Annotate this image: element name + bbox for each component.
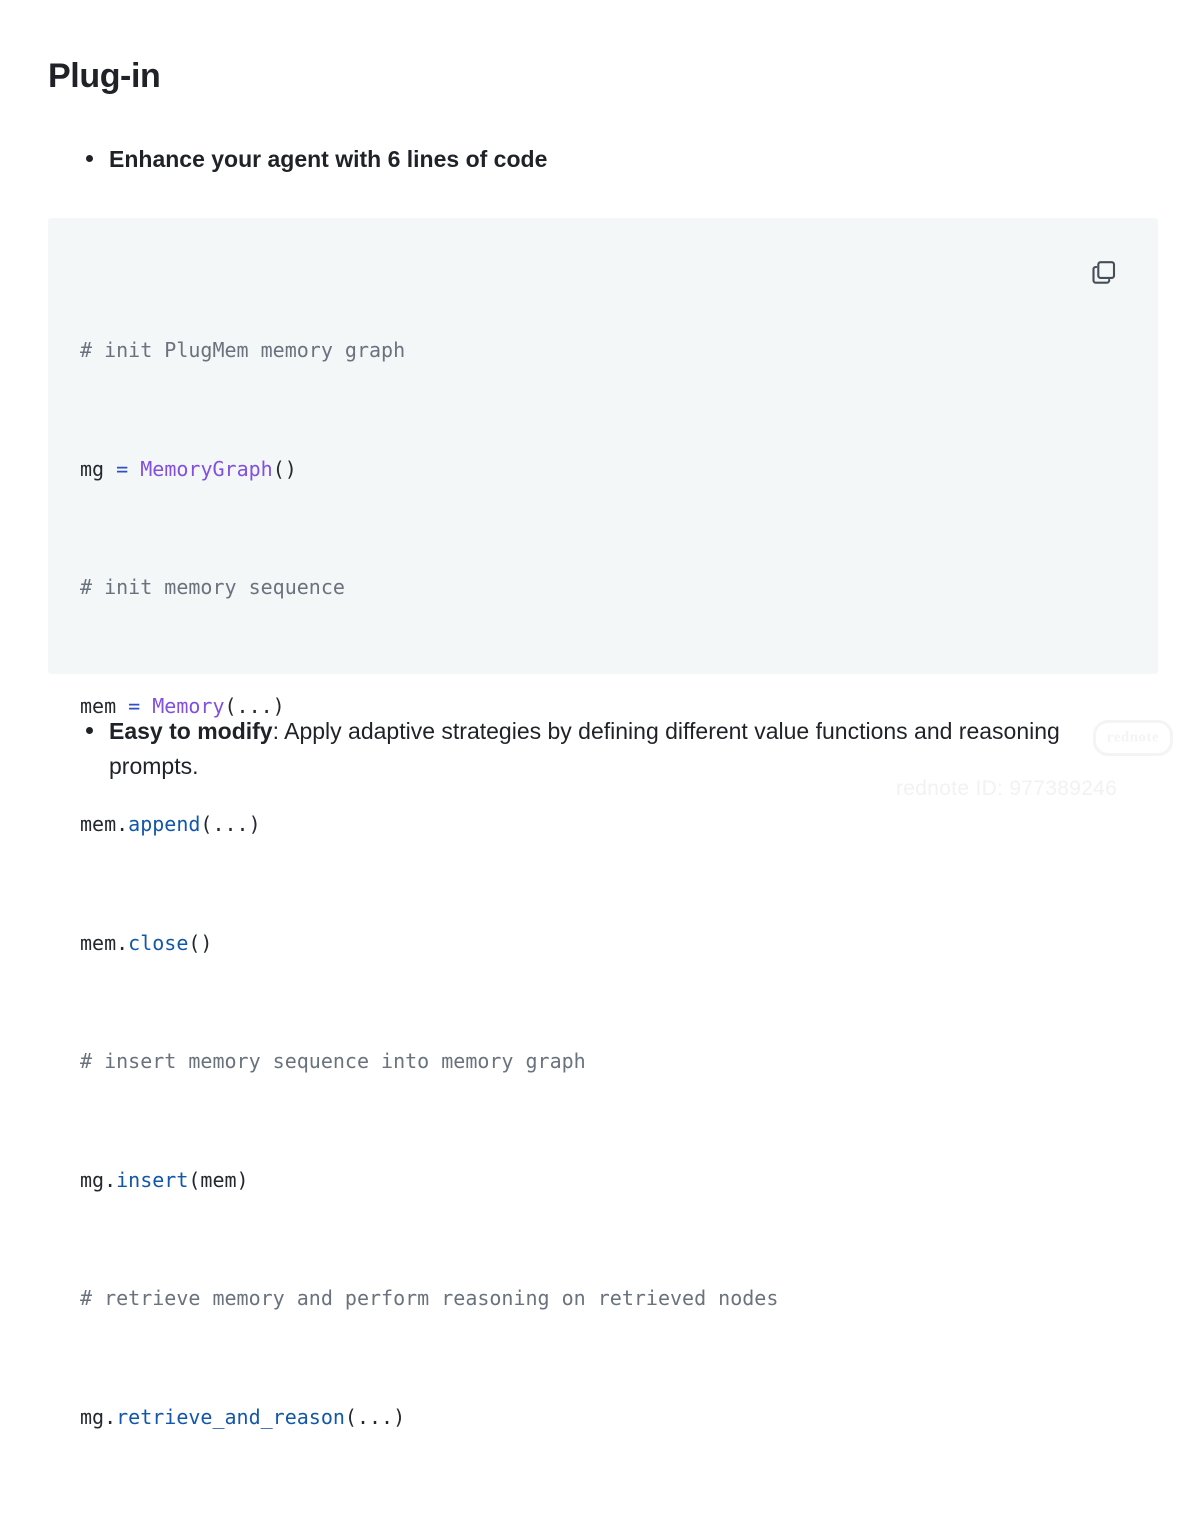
code-block: # init PlugMem memory graph mg = MemoryG… — [48, 218, 1158, 1429]
code-token-punct: (mem) — [188, 1167, 249, 1192]
code-token-var: mg. — [80, 1167, 117, 1192]
bullet-lead-easy: Easy to modify — [109, 718, 273, 744]
code-token-punct: (...) — [224, 693, 285, 718]
bullet-item-enhance: Enhance your agent with 6 lines of code — [86, 142, 547, 177]
code-token-punct: (...) — [344, 1404, 406, 1429]
code-token-comment: # init PlugMem memory graph — [80, 338, 406, 362]
code-token-function: close — [128, 930, 189, 955]
code-token-var: mem. — [80, 930, 129, 955]
code-line-9: # retrieve memory and perform reasoning … — [80, 1279, 778, 1319]
code-token-var: mg. — [80, 1404, 117, 1429]
code-token-var: mem. — [80, 812, 129, 836]
bullet-text-enhance: Enhance your agent with 6 lines of code — [109, 146, 548, 172]
copy-code-icon[interactable] — [1090, 256, 1120, 286]
page-title: Plug-in — [48, 57, 161, 95]
bullet-dot-icon — [86, 155, 93, 162]
code-token-space — [104, 457, 116, 481]
page-root: Plug-in Enhance your agent with 6 lines … — [48, 57, 1173, 1429]
code-line-1: # init PlugMem memory graph — [80, 331, 778, 371]
code-token-var: mg — [80, 456, 105, 481]
code-token-var: mem — [80, 693, 117, 718]
code-line-3: # init memory sequence — [80, 568, 778, 608]
bullet-dot-icon — [86, 727, 93, 734]
code-line-2: mg = MemoryGraph() — [80, 450, 778, 490]
code-line-4: mem = Memory(...) — [80, 687, 778, 727]
bullet-text-easy: Easy to modify: Apply adaptive strategie… — [109, 714, 1106, 784]
code-token-punct: (...) — [200, 812, 261, 836]
code-token-comment: # retrieve memory and perform reasoning … — [80, 1286, 779, 1310]
code-line-7: # insert memory sequence into memory gra… — [80, 1042, 778, 1082]
watermark-logo-text: rednote — [1106, 729, 1160, 746]
bullet-rest-easy: : Apply adaptive strategies by defining … — [109, 718, 1060, 779]
code-line-10: mg.retrieve_and_reason(...) — [80, 1398, 778, 1438]
code-token-operator: = — [128, 693, 141, 718]
bullet-item-easy: Easy to modify: Apply adaptive strategie… — [86, 714, 1106, 784]
code-token-function: append — [128, 812, 201, 836]
code-token-comment: # insert memory sequence into memory gra… — [80, 1049, 586, 1073]
code-line-5: mem.append(...) — [80, 805, 778, 845]
code-token-punct: () — [272, 456, 297, 481]
code-token-comment: # init memory sequence — [80, 575, 345, 599]
code-token-function: retrieve_and_reason — [116, 1404, 345, 1429]
code-token-punct: () — [188, 930, 213, 955]
code-token-function: insert — [116, 1167, 189, 1192]
code-token-class: Memory — [152, 693, 225, 718]
code-line-8: mg.insert(mem) — [80, 1161, 778, 1201]
code-line-6: mem.close() — [80, 924, 778, 964]
code-token-space — [128, 457, 140, 481]
code-content: # init PlugMem memory graph mg = MemoryG… — [80, 252, 778, 1516]
code-token-operator: = — [116, 456, 129, 481]
code-token-class: MemoryGraph — [140, 456, 273, 481]
